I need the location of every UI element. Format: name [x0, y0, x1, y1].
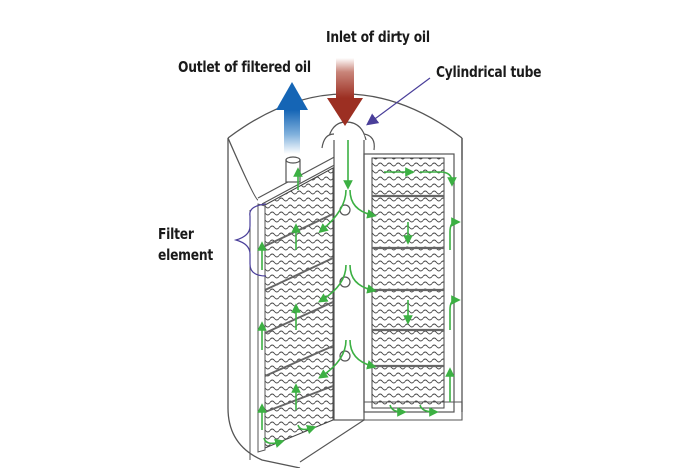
- inlet-label: Inlet of dirty oil: [326, 28, 430, 46]
- central-tube: [321, 121, 375, 421]
- flow-arrow: [349, 189, 377, 219]
- tube-pointer-arrow: [366, 77, 431, 126]
- filter-element-label-line2: element: [158, 246, 213, 264]
- flow-arrow: [389, 404, 407, 417]
- flow-arrow: [349, 339, 377, 370]
- filter-element-right: [299, 153, 463, 463]
- flow-arrow: [420, 171, 457, 187]
- flow-arrow: [263, 437, 285, 448]
- filter-element-label: Filter element: [158, 224, 232, 266]
- flow-arrow: [318, 339, 347, 379]
- filter-element-label-line1: Filter: [158, 225, 194, 243]
- filter-element-brace: [233, 203, 267, 277]
- flow-arrow: [419, 404, 439, 417]
- outlet-arrow: [276, 82, 308, 154]
- flow-arrow: [449, 295, 461, 330]
- flow-arrow: [297, 424, 317, 435]
- inlet-arrow: [327, 58, 363, 126]
- flow-arrows: [257, 140, 461, 448]
- flow-arrow: [349, 264, 377, 294]
- flow-arrow: [318, 189, 347, 234]
- flow-arrow: [449, 217, 461, 250]
- cylindrical-tube-label: Cylindrical tube: [436, 63, 542, 81]
- flow-arrow: [317, 264, 347, 303]
- outlet-label: Outlet of filtered oil: [178, 58, 311, 76]
